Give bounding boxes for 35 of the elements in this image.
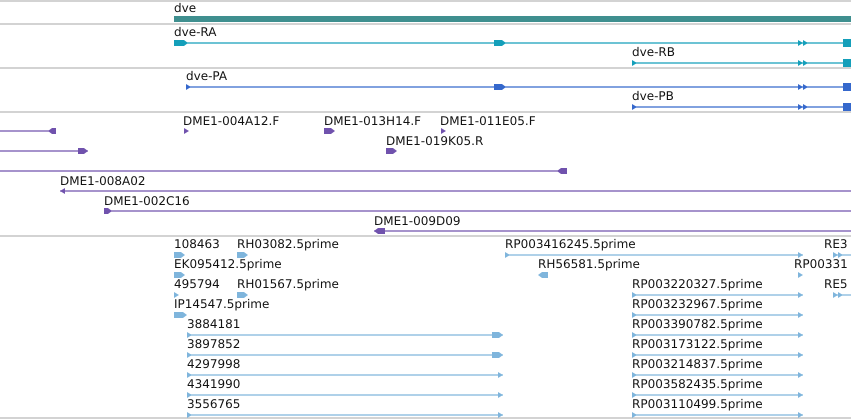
feature-label: 4297998 [187,357,240,371]
feature-label: dve-RA [174,25,216,39]
feature-label: RP003232967.5prime [632,297,763,311]
feature-label: RP003173122.5prime [632,337,763,351]
feature-label: DME1-019K05.R [386,134,484,148]
feature-label: DME1-013H14.F [324,114,422,128]
feature-label: RP003582435.5prime [632,377,763,391]
feature-label: RP003220327.5prime [632,277,763,291]
feature-label: 3556765 [187,397,240,411]
feature-label: RH01567.5prime [237,277,339,291]
feature-label: DME1-009D09 [374,214,461,228]
feature-label: RP003214837.5prime [632,357,763,371]
feature-label: RE3 [824,237,848,251]
feature-label: IP14547.5prime [174,297,270,311]
feature-label: dve-PB [632,89,674,103]
feature-label: 3897852 [187,337,240,351]
feature-label: RP00331 [794,257,848,271]
feature-label: RP003416245.5prime [505,237,636,251]
feature-label: DME1-004A12.F [183,114,280,128]
feature-label: RE5 [824,277,848,291]
feature-label: DME1-002C16 [104,194,190,208]
feature-label: DME1-011E05.F [440,114,536,128]
feature-label: RP003110499.5prime [632,397,763,411]
feature-label: 108463 [174,237,220,251]
feature-label: 4341990 [187,377,240,391]
feature-label: dve-PA [186,69,228,83]
feature-label: dve [174,1,196,15]
feature-label: EK095412.5prime [174,257,282,271]
feature-label: 3884181 [187,317,240,331]
feature-label: dve-RB [632,45,676,59]
feature-label: RH03082.5prime [237,237,339,251]
feature-label: RP003390782.5prime [632,317,763,331]
feature-label: 495794 [174,277,220,291]
feature-label: DME1-008A02 [60,174,146,188]
feature-label: RH56581.5prime [538,257,640,271]
